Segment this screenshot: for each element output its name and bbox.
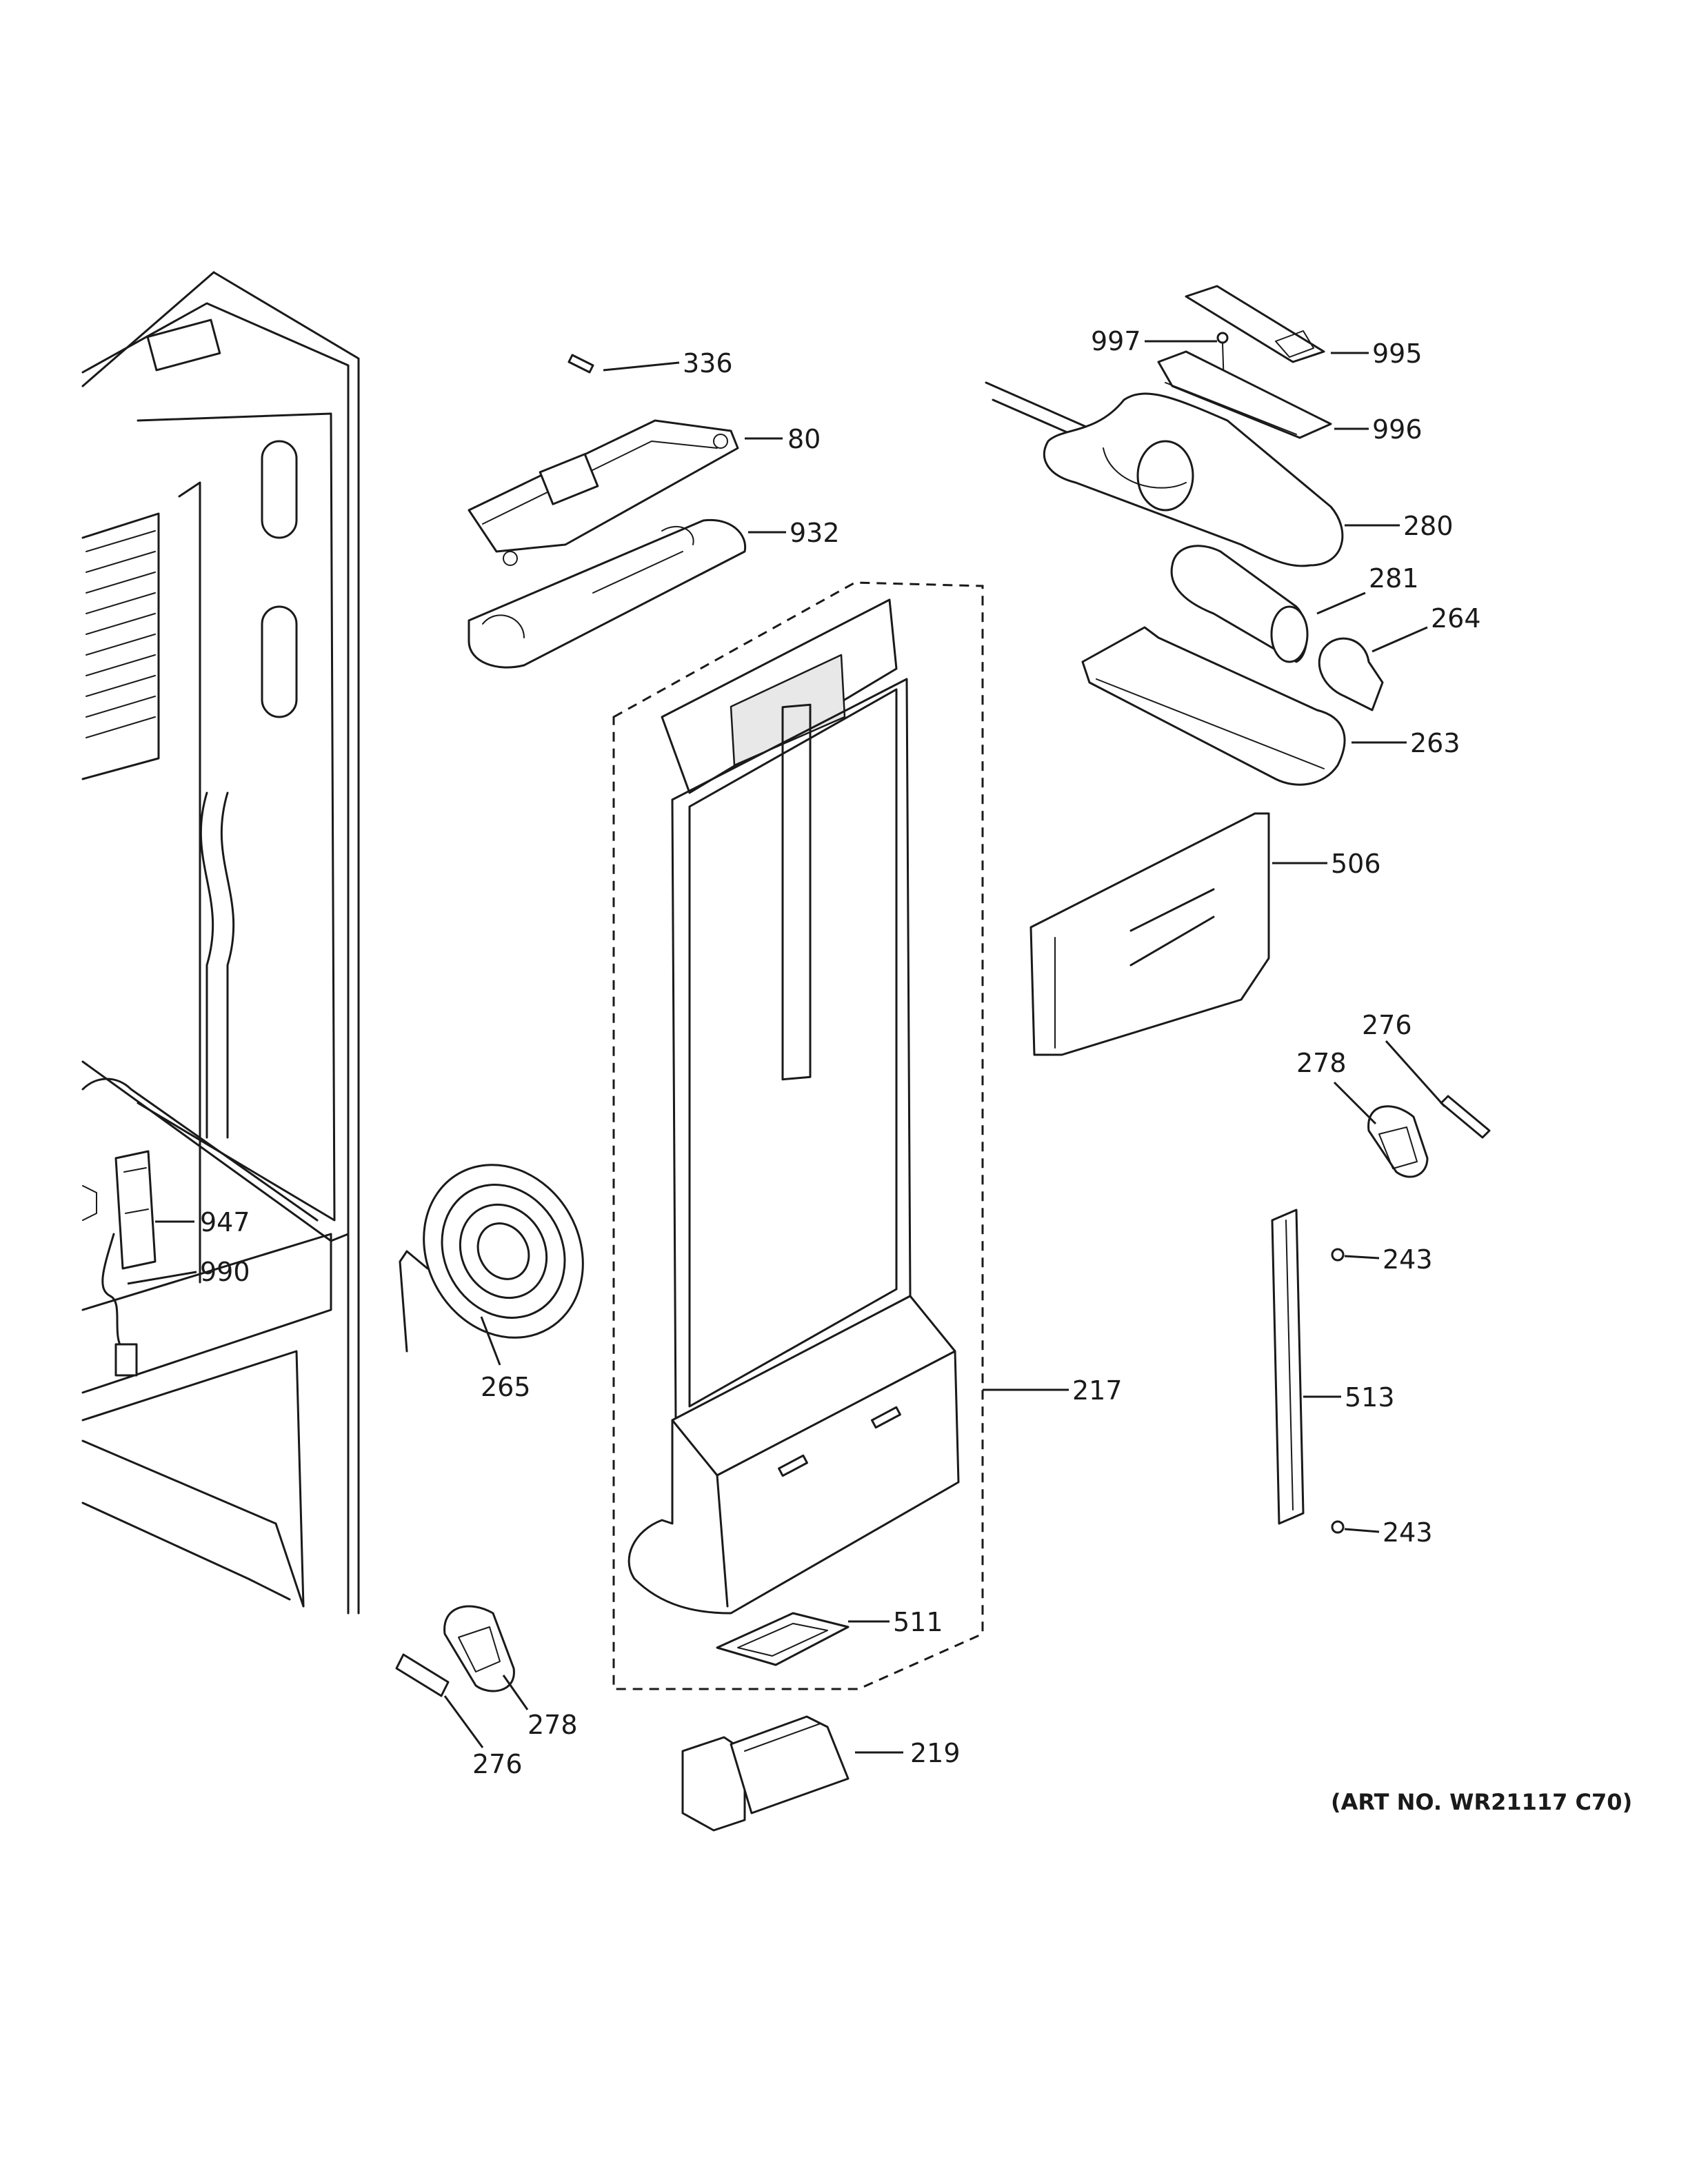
- part-506-shroud: [1029, 812, 1270, 1056]
- callout-263: 263: [1410, 728, 1460, 758]
- part-265-heater-coil: [399, 1164, 584, 1353]
- callout-243-lower: 243: [1383, 1517, 1433, 1548]
- part-932-cover: [468, 518, 747, 669]
- callout-278-lower: 278: [528, 1710, 578, 1740]
- callout-278-upper: 278: [1296, 1048, 1347, 1078]
- callout-243-upper: 243: [1383, 1244, 1433, 1275]
- part-243-screw-lower: [1331, 1520, 1345, 1534]
- callout-276-lower: 276: [472, 1749, 523, 1779]
- leader-lines: [127, 340, 1446, 1754]
- callout-labels: 336 80 932 997 995 996 280 281 264 263 5…: [200, 326, 1632, 1815]
- part-513-rail: [1271, 1209, 1305, 1525]
- part-278-bracket-lower: [443, 1605, 515, 1692]
- callout-990: 990: [200, 1257, 250, 1287]
- callout-80: 80: [787, 424, 821, 454]
- callout-947: 947: [200, 1207, 250, 1237]
- callout-264: 264: [1431, 603, 1481, 634]
- callout-276-upper: 276: [1362, 1010, 1412, 1040]
- callout-281: 281: [1369, 563, 1419, 594]
- part-219-chute: [681, 1715, 850, 1832]
- part-217-door-liner-assembly: [612, 581, 984, 1690]
- cabinet-drawing: [81, 271, 360, 1615]
- part-80-housing: [468, 419, 739, 566]
- part-995-board: [1185, 285, 1325, 363]
- callout-219: 219: [910, 1738, 961, 1768]
- part-264-filter-cap: [1318, 637, 1384, 711]
- callout-506: 506: [1331, 849, 1381, 879]
- callout-996: 996: [1372, 414, 1423, 445]
- callout-997: 997: [1091, 326, 1141, 356]
- callout-217: 217: [1072, 1375, 1123, 1406]
- evaporator-coils: [81, 512, 160, 780]
- part-263-filter-cover: [1081, 626, 1346, 786]
- callout-995: 995: [1372, 338, 1423, 369]
- callout-265: 265: [481, 1372, 531, 1402]
- part-276-sensor-upper: [1440, 1095, 1491, 1139]
- control-box-947: [82, 1150, 157, 1377]
- part-243-screw-upper: [1331, 1248, 1345, 1262]
- callout-932: 932: [790, 518, 840, 548]
- part-280-dispenser-housing: [985, 381, 1344, 567]
- callout-336: 336: [683, 348, 733, 378]
- part-281-filter: [1170, 545, 1309, 663]
- callout-513: 513: [1345, 1382, 1395, 1413]
- part-276-sensor-lower: [395, 1653, 450, 1697]
- part-336-pin: [567, 354, 594, 374]
- part-278-bracket-upper: [1367, 1105, 1429, 1178]
- art-number: (ART NO. WR21117 C70): [1331, 1789, 1632, 1815]
- part-996-housing: [1157, 350, 1332, 439]
- callout-511: 511: [893, 1607, 943, 1637]
- callout-280: 280: [1403, 511, 1454, 541]
- part-511-pad: [716, 1612, 850, 1666]
